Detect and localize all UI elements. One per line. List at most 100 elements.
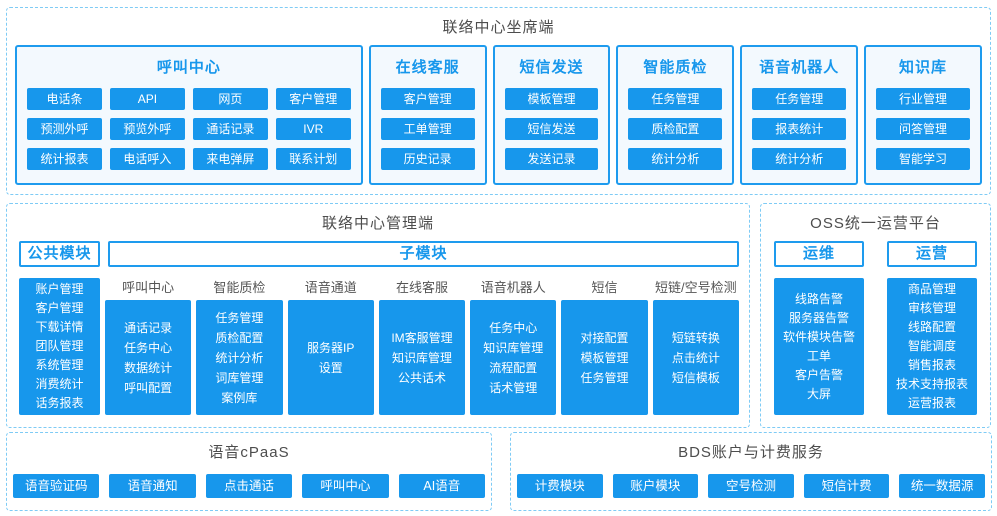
module-chip: 客户管理	[380, 88, 475, 110]
management-section-title: 联络中心管理端	[321, 215, 434, 232]
sub-module-panel: 任务管理质检配置统计分析词库管理案例库	[196, 300, 283, 415]
sub-module-column: 智能质检任务管理质检配置统计分析词库管理案例库	[196, 278, 283, 415]
module-chip: 短信计费	[803, 474, 890, 498]
panel-item: 流程配置	[489, 360, 538, 375]
panel-item: 任务中心	[124, 340, 173, 355]
module-chip: AI语音	[398, 474, 486, 498]
sub-module-panel: 对接配置模板管理任务管理	[561, 300, 648, 415]
panel-item: 销售报表	[907, 358, 956, 372]
module-chip: 语音通知	[109, 474, 196, 498]
sub-module-panel: 任务中心知识库管理流程配置话术管理	[470, 300, 557, 415]
panel-item: 服务器告警	[788, 310, 849, 325]
module-chip: 短信发送	[504, 118, 599, 140]
module-chip: 电话条	[27, 88, 102, 110]
panel-item: 模板管理	[580, 350, 629, 365]
module-chip: 空号检测	[708, 474, 794, 498]
management-section: 联络中心管理端 公共模块 子模块 账户管理客户管理下载详情团队管理系统管理消费统…	[6, 203, 750, 428]
sub-module-column-header: 呼叫中心	[122, 280, 175, 295]
module-chip: 统一数据源	[899, 474, 985, 498]
panel-item: 知识库管理	[483, 340, 544, 355]
oss-panel: 商品管理审核管理线路配置智能调度销售报表技术支持报表运营报表	[887, 278, 977, 415]
management-columns-row: 账户管理客户管理下载详情团队管理系统管理消费统计话务报表呼叫中心通话记录任务中心…	[19, 278, 739, 415]
module-chip: 问答管理	[876, 118, 970, 140]
panel-item: 知识库管理	[391, 350, 452, 365]
module-chip: 行业管理	[876, 88, 970, 110]
module-chip: 计费模块	[517, 474, 603, 498]
agent-group-chip-grid: 行业管理问答管理智能学习	[876, 88, 970, 170]
module-chip: 点击通话	[205, 474, 293, 498]
panel-item: 案例库	[221, 390, 258, 405]
bds-billing-section: BDS账户与计费服务 计费模块账户模块空号检测短信计费统一数据源	[510, 432, 992, 511]
module-chip: 模板管理	[504, 88, 599, 110]
panel-item: 智能调度	[907, 339, 956, 353]
module-chip: 智能学习	[876, 148, 970, 170]
module-chip: API	[109, 88, 185, 110]
agent-group-chip-grid: 模板管理短信发送发送记录	[504, 88, 599, 170]
agent-group-chip-grid: 客户管理工单管理历史记录	[380, 88, 475, 170]
panel-item: 技术支持报表	[895, 377, 968, 391]
panel-item: 审核管理	[907, 301, 956, 315]
agent-group: 知识库行业管理问答管理智能学习	[864, 45, 982, 185]
module-chip: 报表统计	[752, 118, 847, 140]
panel-item: 大屏	[806, 386, 831, 401]
panel-item: 呼叫配置	[124, 380, 173, 395]
panel-item: 账户管理	[35, 282, 84, 296]
agent-group: 语音机器人任务管理报表统计统计分析	[740, 45, 859, 185]
sub-module-column-header: 短链/空号检测	[655, 280, 737, 295]
agent-group-title: 呼叫中心	[156, 59, 221, 76]
panel-item: 线路配置	[907, 320, 956, 334]
panel-item: 下载详情	[35, 320, 84, 334]
module-chip: 统计报表	[27, 148, 102, 170]
panel-item: 任务管理	[580, 370, 629, 385]
panel-item: 话术管理	[489, 380, 538, 395]
sub-module-column-header: 在线客服	[395, 280, 448, 295]
panel-item: 任务中心	[489, 320, 538, 335]
panel-item: 质检配置	[215, 330, 264, 345]
panel-item: 软件模块告警	[782, 329, 855, 344]
sub-module-column: 语音机器人任务中心知识库管理流程配置话术管理	[470, 278, 557, 415]
panel-item: 系统管理	[35, 358, 84, 372]
panel-item: 工单	[806, 348, 831, 363]
module-chip: 预览外呼	[109, 118, 185, 140]
oss-column: 运维线路告警服务器告警软件模块告警工单客户告警大屏	[774, 241, 864, 415]
panel-item: 通话记录	[124, 320, 173, 335]
agent-group-title: 知识库	[899, 59, 948, 76]
module-chip: 联系计划	[275, 148, 351, 170]
sub-module-column-header: 语音通道	[304, 280, 357, 295]
voice-cpaas-title: 语音cPaaS	[208, 444, 290, 461]
oss-column-header: 运维	[774, 241, 864, 267]
panel-item: 线路告警	[794, 291, 843, 306]
panel-item: 设置	[318, 360, 343, 375]
bds-modules-row: 计费模块账户模块空号检测短信计费统一数据源	[517, 474, 985, 498]
agent-group: 在线客服客户管理工单管理历史记录	[368, 45, 487, 185]
agent-group-chip-grid: 任务管理质检配置统计分析	[628, 88, 723, 170]
oss-columns-row: 运维线路告警服务器告警软件模块告警工单客户告警大屏运营商品管理审核管理线路配置智…	[774, 241, 977, 415]
panel-item: 对接配置	[580, 330, 629, 345]
panel-item: 客户告警	[794, 367, 843, 382]
module-chip: 呼叫中心	[302, 474, 389, 498]
panel-item: 任务管理	[215, 310, 264, 325]
oss-column-header: 运营	[887, 241, 977, 267]
management-header-row: 公共模块 子模块	[19, 241, 739, 267]
oss-column: 运营商品管理审核管理线路配置智能调度销售报表技术支持报表运营报表	[887, 241, 977, 415]
panel-item: 消费统计	[35, 377, 84, 391]
panel-item: 客户管理	[35, 301, 84, 315]
module-chip: 发送记录	[504, 148, 599, 170]
public-module-header: 公共模块	[19, 241, 100, 267]
sub-module-header: 子模块	[108, 241, 739, 267]
agent-group-chip-grid: 任务管理报表统计统计分析	[752, 88, 847, 170]
module-chip: 统计分析	[752, 148, 847, 170]
sub-module-panel: 通话记录任务中心数据统计呼叫配置	[105, 300, 192, 415]
sub-module-column: 短信对接配置模板管理任务管理	[561, 278, 648, 415]
public-module-panel: 账户管理客户管理下载详情团队管理系统管理消费统计话务报表	[19, 278, 100, 415]
module-chip: 任务管理	[752, 88, 847, 110]
panel-item: 短链转换	[671, 330, 720, 345]
sub-module-panel: IM客服管理知识库管理公共话术	[378, 300, 466, 415]
module-chip: 预测外呼	[27, 118, 102, 140]
panel-item: 点击统计	[671, 350, 720, 365]
